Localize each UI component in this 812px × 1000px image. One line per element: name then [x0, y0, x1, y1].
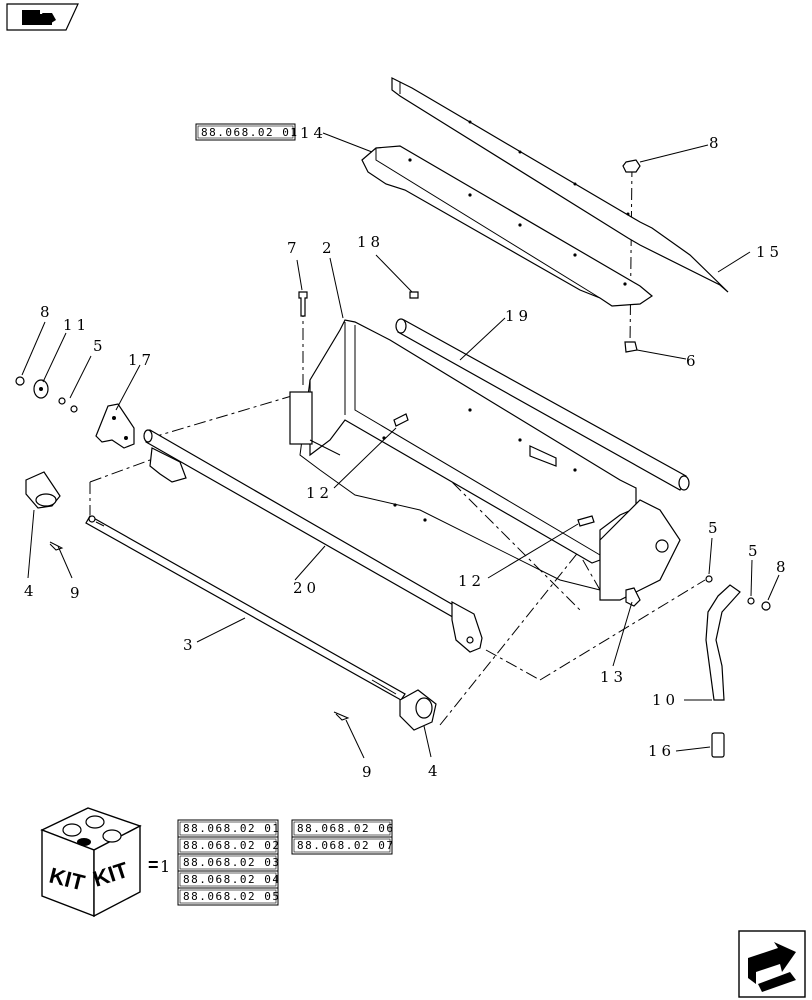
kit-ref-list-col1: 88.068.02 01 88.068.02 02 88.068.02 03 8…: [177, 819, 280, 906]
kit-ref-text: 88.068.02 01: [183, 822, 280, 835]
part-13-clip: [625, 587, 641, 607]
label-8-left: 8: [40, 303, 54, 321]
kit-ref-text: 88.068.02 03: [183, 856, 280, 869]
label-5-right-b: 5: [748, 542, 762, 560]
part-17-bracket: [95, 403, 135, 449]
label-3: 3: [183, 636, 197, 654]
label-7: 7: [287, 239, 301, 257]
label-18: 18: [357, 233, 384, 251]
label-5-left: 5: [93, 337, 107, 355]
back-arrow-icon[interactable]: [6, 3, 79, 31]
part-20-front-bar: [143, 429, 483, 653]
kit-box-icon: KIT KIT: [40, 807, 142, 918]
label-19: 19: [505, 307, 532, 325]
kit-ref-text: 88.068.02 06: [297, 822, 394, 835]
kit-ref-text: 88.068.02 02: [183, 839, 280, 852]
part-8-nut-top: [622, 159, 641, 173]
label-8-right: 8: [776, 558, 790, 576]
part-18-screw: [409, 291, 419, 299]
part-4-bearing-left: [25, 471, 61, 509]
label-12-lower: 12: [458, 572, 485, 590]
part-6-bolt: [624, 341, 638, 353]
part-11-washer: [33, 379, 49, 399]
part-8-nut-left: [15, 376, 25, 386]
label-13: 13: [600, 668, 627, 686]
kit-ref-link[interactable]: 88.068.02 04: [177, 870, 280, 889]
kit-ref-text: 88.068.02 05: [183, 890, 280, 903]
kit-ref-link[interactable]: 88.068.02 05: [177, 887, 280, 906]
kit-ref-link[interactable]: 88.068.02 07: [291, 836, 394, 855]
leader-lines: [21, 132, 780, 759]
part-9-pin-right: [333, 711, 350, 721]
part-12-bolt-lower: [577, 515, 595, 527]
part-14-cover-plate: [361, 145, 654, 307]
label-4-right: 4: [428, 762, 442, 780]
item-labels: 2 3 4 4 5 5 5 6 7 8 8 8 9 9 10 11 12 12 …: [24, 124, 790, 781]
part-5-washer-right: [705, 575, 755, 605]
part-5-washer-left: [58, 397, 78, 413]
kit-ref-link[interactable]: 88.068.02 06: [291, 819, 394, 838]
label-11: 11: [63, 316, 90, 334]
part-3-shaft: [85, 515, 406, 701]
part-7-bolt: [298, 291, 308, 317]
label-12-upper: 12: [306, 484, 333, 502]
part-8-nut-right: [761, 601, 771, 611]
part-2-main-frame: [289, 319, 681, 601]
part-9-pin-left: [49, 541, 64, 551]
label-10: 10: [652, 691, 679, 709]
kit-quantity: 1: [160, 857, 170, 876]
part-15-top-cover: [391, 77, 729, 293]
kit-ref-text: 88.068.02 07: [297, 839, 394, 852]
part-16-pad: [711, 732, 725, 758]
label-2: 2: [322, 239, 336, 257]
label-9-right: 9: [362, 763, 376, 781]
label-20: 20: [293, 579, 320, 597]
label-15: 15: [756, 243, 783, 261]
ref-top-text: 88.068.02 01: [201, 126, 298, 139]
part-10-arm: [705, 584, 741, 701]
part-12-bolt-upper: [393, 413, 409, 427]
kit-ref-link[interactable]: 88.068.02 02: [177, 836, 280, 855]
kit-ref-link[interactable]: 88.068.02 03: [177, 853, 280, 872]
part-4-bearing-right: [399, 689, 437, 731]
label-9-left: 9: [70, 584, 84, 602]
label-14: 14: [300, 124, 327, 142]
kit-ref-link[interactable]: 88.068.02 01: [177, 819, 280, 838]
label-17: 17: [128, 351, 155, 369]
label-4-left: 4: [24, 582, 38, 600]
next-arrow-icon[interactable]: [738, 930, 806, 998]
kit-equals: =: [148, 855, 159, 875]
label-6: 6: [686, 352, 700, 370]
part-19-tube: [395, 318, 690, 491]
ref-link-top[interactable]: 88.068.02 01: [195, 123, 298, 141]
label-8-top: 8: [709, 134, 723, 152]
kit-ref-list-col2: 88.068.02 06 88.068.02 07: [291, 819, 394, 855]
kit-ref-text: 88.068.02 04: [183, 873, 280, 886]
label-16: 16: [648, 742, 675, 760]
label-5-right-a: 5: [708, 519, 722, 537]
